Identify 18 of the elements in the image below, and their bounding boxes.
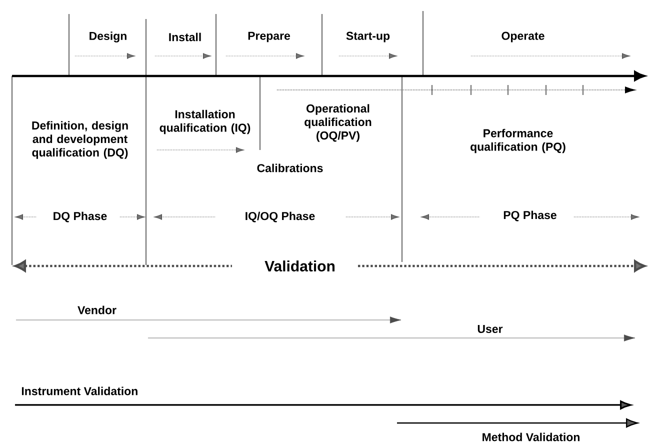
label: IQ/OQ Phase [244,210,316,224]
label: Calibrations [257,164,323,172]
label: Prepare [248,32,290,42]
label: Vendor [78,306,116,314]
label: DQ Phase [52,210,108,224]
label: Validation [264,259,336,272]
label: Start-up [346,32,390,42]
label: Method Validation [482,432,580,442]
label: Installation qualification (IQ) [160,110,250,134]
label: Design [90,32,126,42]
label: Install [169,32,201,42]
label: Instrument Validation [22,386,138,396]
label: Performance qualification (PQ) [470,128,566,154]
label: Operate [502,32,544,42]
label: Definition, design and development qualification (DQ) [32,121,128,159]
label: Operational qualification (OQ/PV) [304,104,372,142]
label: User [478,324,503,333]
label: PQ Phase [502,210,558,222]
